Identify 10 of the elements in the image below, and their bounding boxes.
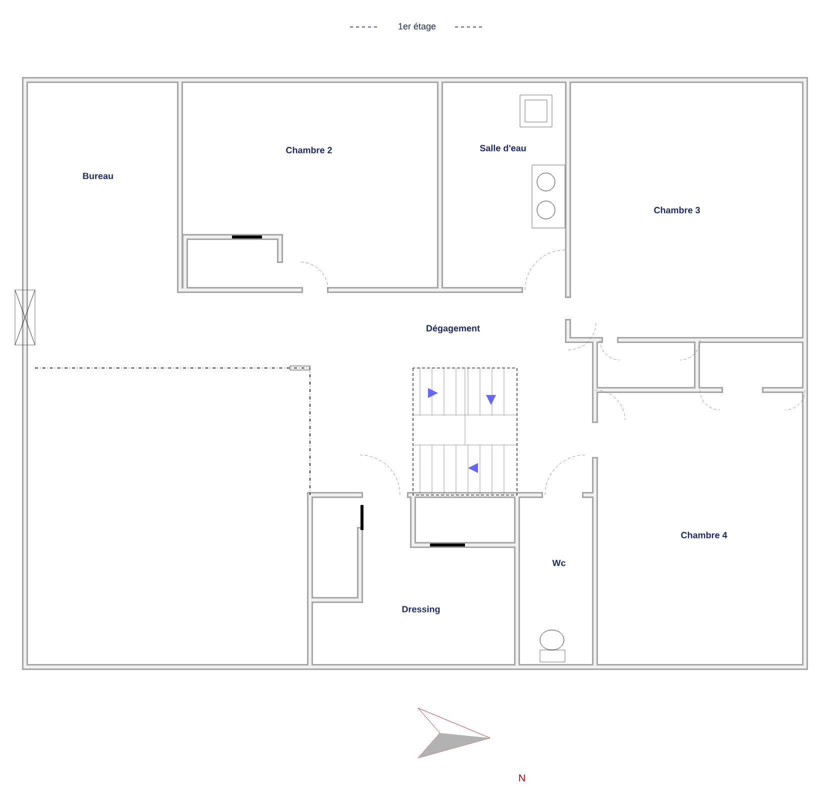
room-label: Wc bbox=[552, 560, 566, 566]
room-label: Salle d'eau bbox=[480, 144, 526, 152]
room-label: Chambre 3 bbox=[654, 206, 700, 214]
room-label: Dégagement bbox=[426, 324, 480, 334]
room-label: Chambre 2 bbox=[286, 146, 332, 154]
north-label: N bbox=[519, 774, 525, 782]
room-label: Dressing bbox=[402, 606, 440, 614]
room-label: Bureau bbox=[83, 172, 113, 180]
room-label: Chambre 4 bbox=[681, 532, 728, 538]
title: 1er étage bbox=[398, 22, 436, 32]
